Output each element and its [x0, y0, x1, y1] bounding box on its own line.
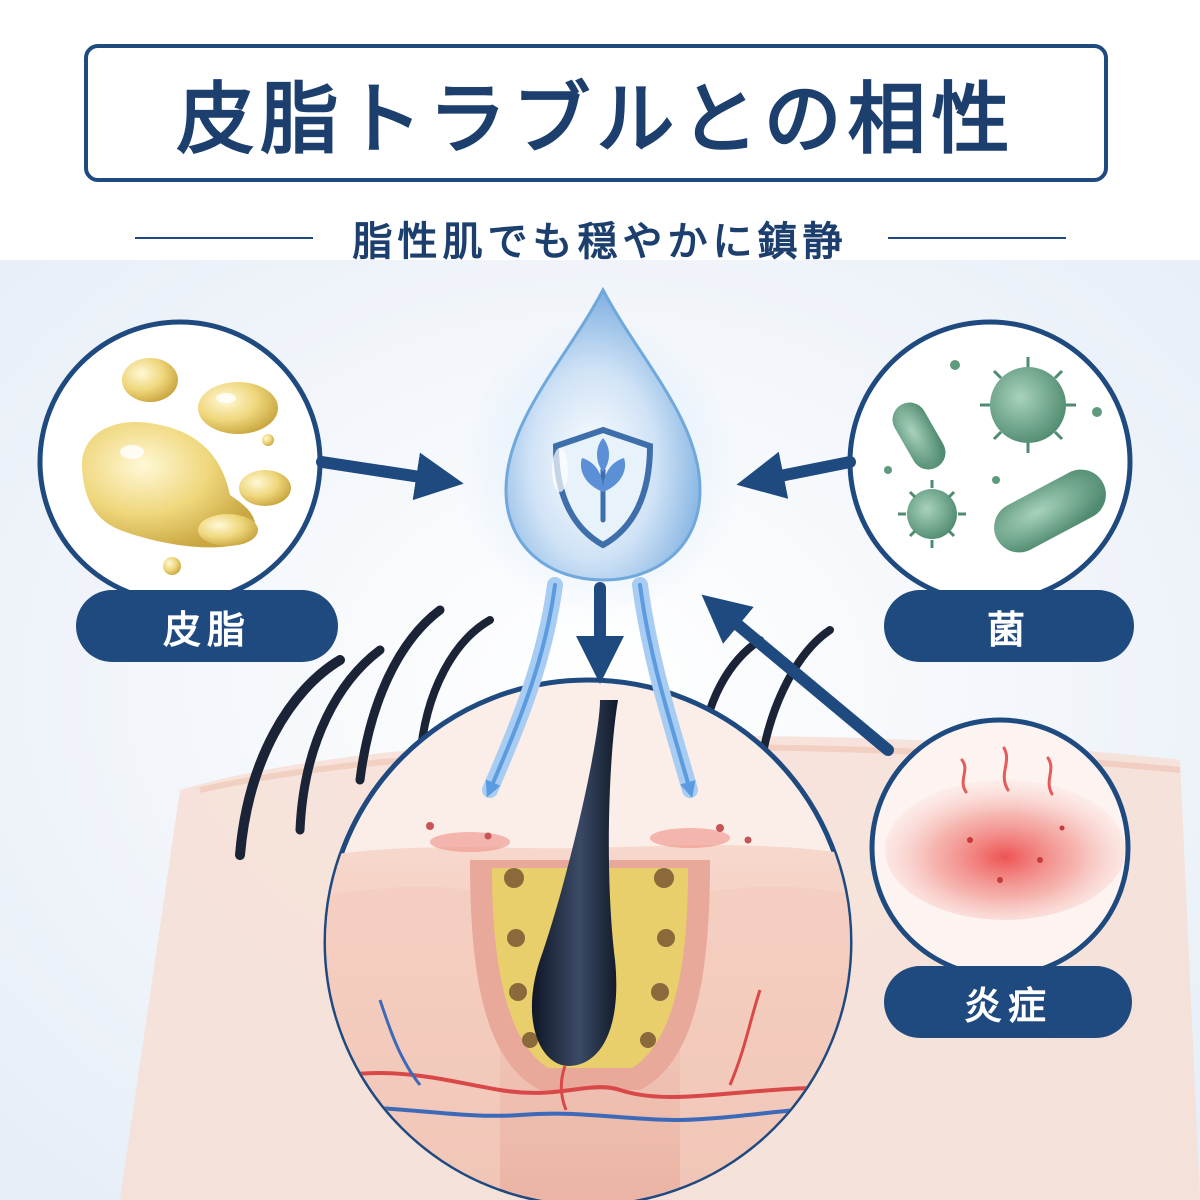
subtitle-rule-right: [887, 237, 1066, 239]
navy-arrows: [316, 451, 894, 756]
skin-cross-section: [323, 677, 853, 1200]
flow-arrows: [482, 577, 698, 798]
bacteria: [884, 357, 1106, 553]
oil-droplets: [81, 358, 291, 575]
arrow-sebum-to-drop: [316, 452, 464, 501]
germ-circle: [847, 319, 1133, 605]
subtitle-rule-left: [134, 237, 313, 239]
label-sebum: 皮脂: [76, 590, 338, 662]
label-inflammation: 炎症: [884, 966, 1132, 1038]
spiky-germ-large: [980, 357, 1076, 453]
subtitle-row: 脂性肌でも穏やかに鎮静: [0, 208, 1200, 268]
arrow-inflammation-to-drop: [701, 594, 894, 756]
water-drop-shield-icon: [504, 286, 702, 582]
page-title: 皮脂トラブルとの相性: [176, 75, 1016, 165]
subtitle: 脂性肌でも穏やかに鎮静: [352, 219, 848, 265]
label-germ: 菌: [884, 590, 1134, 662]
spiky-germ-small: [898, 480, 966, 548]
title-box: 皮脂トラブルとの相性: [84, 44, 1108, 182]
arrow-germ-to-drop: [736, 451, 856, 499]
inflammation-circle: [869, 717, 1131, 979]
sebum-circle: [37, 319, 323, 605]
